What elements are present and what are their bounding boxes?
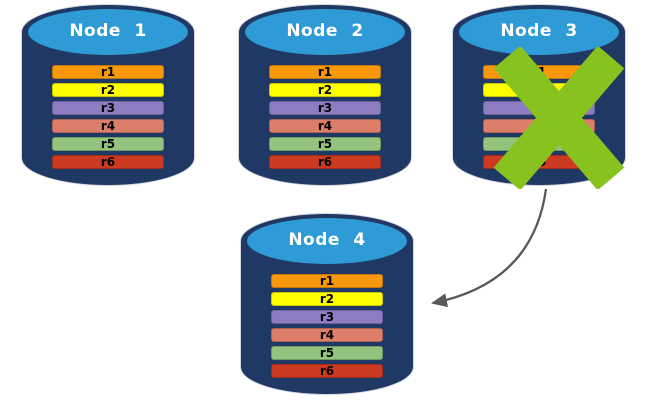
- cylinder-top: [28, 9, 188, 55]
- replica-label: r3: [531, 101, 547, 115]
- replica-bar: r5: [483, 137, 595, 151]
- replica-bar: r1: [483, 65, 595, 79]
- replica-bar: r2: [271, 292, 383, 306]
- node-title: Node 4: [288, 230, 366, 250]
- node-title: Node 2: [286, 21, 364, 41]
- node-1: Node 1 r1 r2 r3 r4 r5 r6: [22, 5, 194, 185]
- replica-label: r2: [319, 292, 335, 306]
- replica-bar: r6: [271, 364, 383, 378]
- replica-label: r3: [100, 101, 116, 115]
- replica-label: r3: [319, 310, 335, 324]
- replica-bar: r5: [271, 346, 383, 360]
- replica-bar: r1: [269, 65, 381, 79]
- replica-bar: r4: [269, 119, 381, 133]
- replica-label: r1: [100, 65, 116, 79]
- replica-bar: r4: [271, 328, 383, 342]
- replica-bar: r5: [269, 137, 381, 151]
- replica-label: r4: [531, 119, 547, 133]
- replica-bar: r3: [52, 101, 164, 115]
- replica-label: r6: [100, 155, 116, 169]
- replica-bar: r6: [483, 155, 595, 169]
- replica-bar: r2: [269, 83, 381, 97]
- replica-bar: r6: [52, 155, 164, 169]
- replica-bar: r1: [271, 274, 383, 288]
- replica-label: r1: [317, 65, 333, 79]
- replica-bar: r2: [52, 83, 164, 97]
- replica-list: r1 r2 r3 r4 r5 r6: [483, 65, 595, 169]
- replica-bar: r5: [52, 137, 164, 151]
- replica-label: r6: [531, 155, 547, 169]
- replica-label: r4: [100, 119, 116, 133]
- replica-label: r2: [531, 83, 547, 97]
- node-title: Node 1: [69, 21, 147, 41]
- replica-label: r3: [317, 101, 333, 115]
- replica-label: r5: [317, 137, 333, 151]
- replica-list: r1 r2 r3 r4 r5 r6: [52, 65, 164, 169]
- replica-label: r4: [317, 119, 333, 133]
- node-title: Node 3: [500, 21, 578, 41]
- replica-list: r1 r2 r3 r4 r5 r6: [269, 65, 381, 169]
- replica-label: r1: [531, 65, 547, 79]
- replica-bar: r1: [52, 65, 164, 79]
- replica-bar: r3: [483, 101, 595, 115]
- replica-bar: r2: [483, 83, 595, 97]
- replica-label: r2: [317, 83, 333, 97]
- replica-bar: r3: [269, 101, 381, 115]
- cylinder-top: [247, 218, 407, 264]
- replica-label: r2: [100, 83, 116, 97]
- node-2: Node 2 r1 r2 r3 r4 r5 r6: [239, 5, 411, 185]
- replica-list: r1 r2 r3 r4 r5 r6: [271, 274, 383, 378]
- replica-label: r4: [319, 328, 335, 342]
- replica-label: r6: [317, 155, 333, 169]
- cylinder-top: [245, 9, 405, 55]
- replica-label: r1: [319, 274, 335, 288]
- node-4: Node 4 r1 r2 r3 r4 r5 r6: [241, 214, 413, 394]
- replica-label: r5: [100, 137, 116, 151]
- replica-label: r6: [319, 364, 335, 378]
- replica-bar: r4: [483, 119, 595, 133]
- replica-bar: r4: [52, 119, 164, 133]
- replica-bar: r3: [271, 310, 383, 324]
- node-3: Node 3 r1 r2 r3 r4 r5 r6: [453, 5, 625, 189]
- replica-label: r5: [531, 137, 547, 151]
- replica-label: r5: [319, 346, 335, 360]
- replica-bar: r6: [269, 155, 381, 169]
